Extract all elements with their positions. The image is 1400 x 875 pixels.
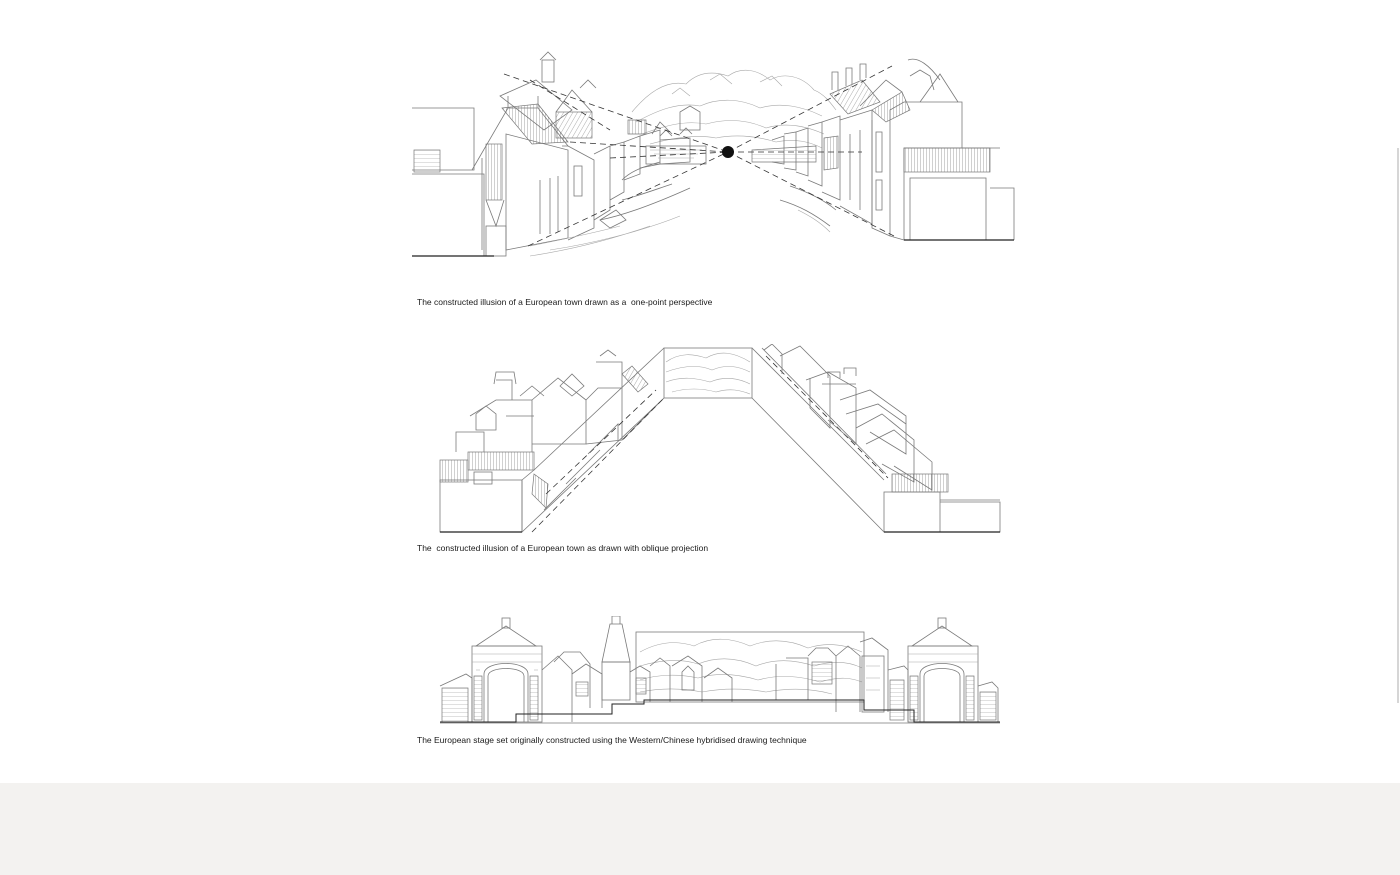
perspective-drawing (410, 50, 1016, 262)
mountain-backdrop (663, 347, 753, 399)
construction-lines (503, 65, 895, 247)
page-footer-band (0, 783, 1400, 875)
caption-stage-set: The European stage set originally constr… (417, 735, 807, 745)
mountain-ridges (631, 69, 837, 149)
right-street-buildings (751, 58, 1015, 241)
stage-set-elevation-drawing (436, 616, 1004, 728)
oblique-projection-drawing (436, 344, 1004, 536)
caption-oblique: The constructed illusion of a European t… (417, 543, 709, 553)
left-elevation-houses (541, 616, 733, 722)
scrollbar[interactable] (1397, 148, 1399, 703)
left-oblique-buildings (439, 347, 665, 533)
caption-perspective: The constructed illusion of a European t… (417, 297, 713, 307)
right-gate-tower (887, 617, 999, 723)
vanishing-point (722, 146, 734, 158)
drawing-canvas: The constructed illusion of a European t… (0, 0, 1400, 783)
elevation-backdrop (635, 631, 865, 703)
left-street-buildings (412, 51, 701, 257)
right-elevation-houses (775, 637, 889, 713)
left-gate-tower (439, 617, 543, 723)
street-vanishing-area (529, 127, 837, 257)
right-oblique-buildings (751, 344, 1001, 533)
